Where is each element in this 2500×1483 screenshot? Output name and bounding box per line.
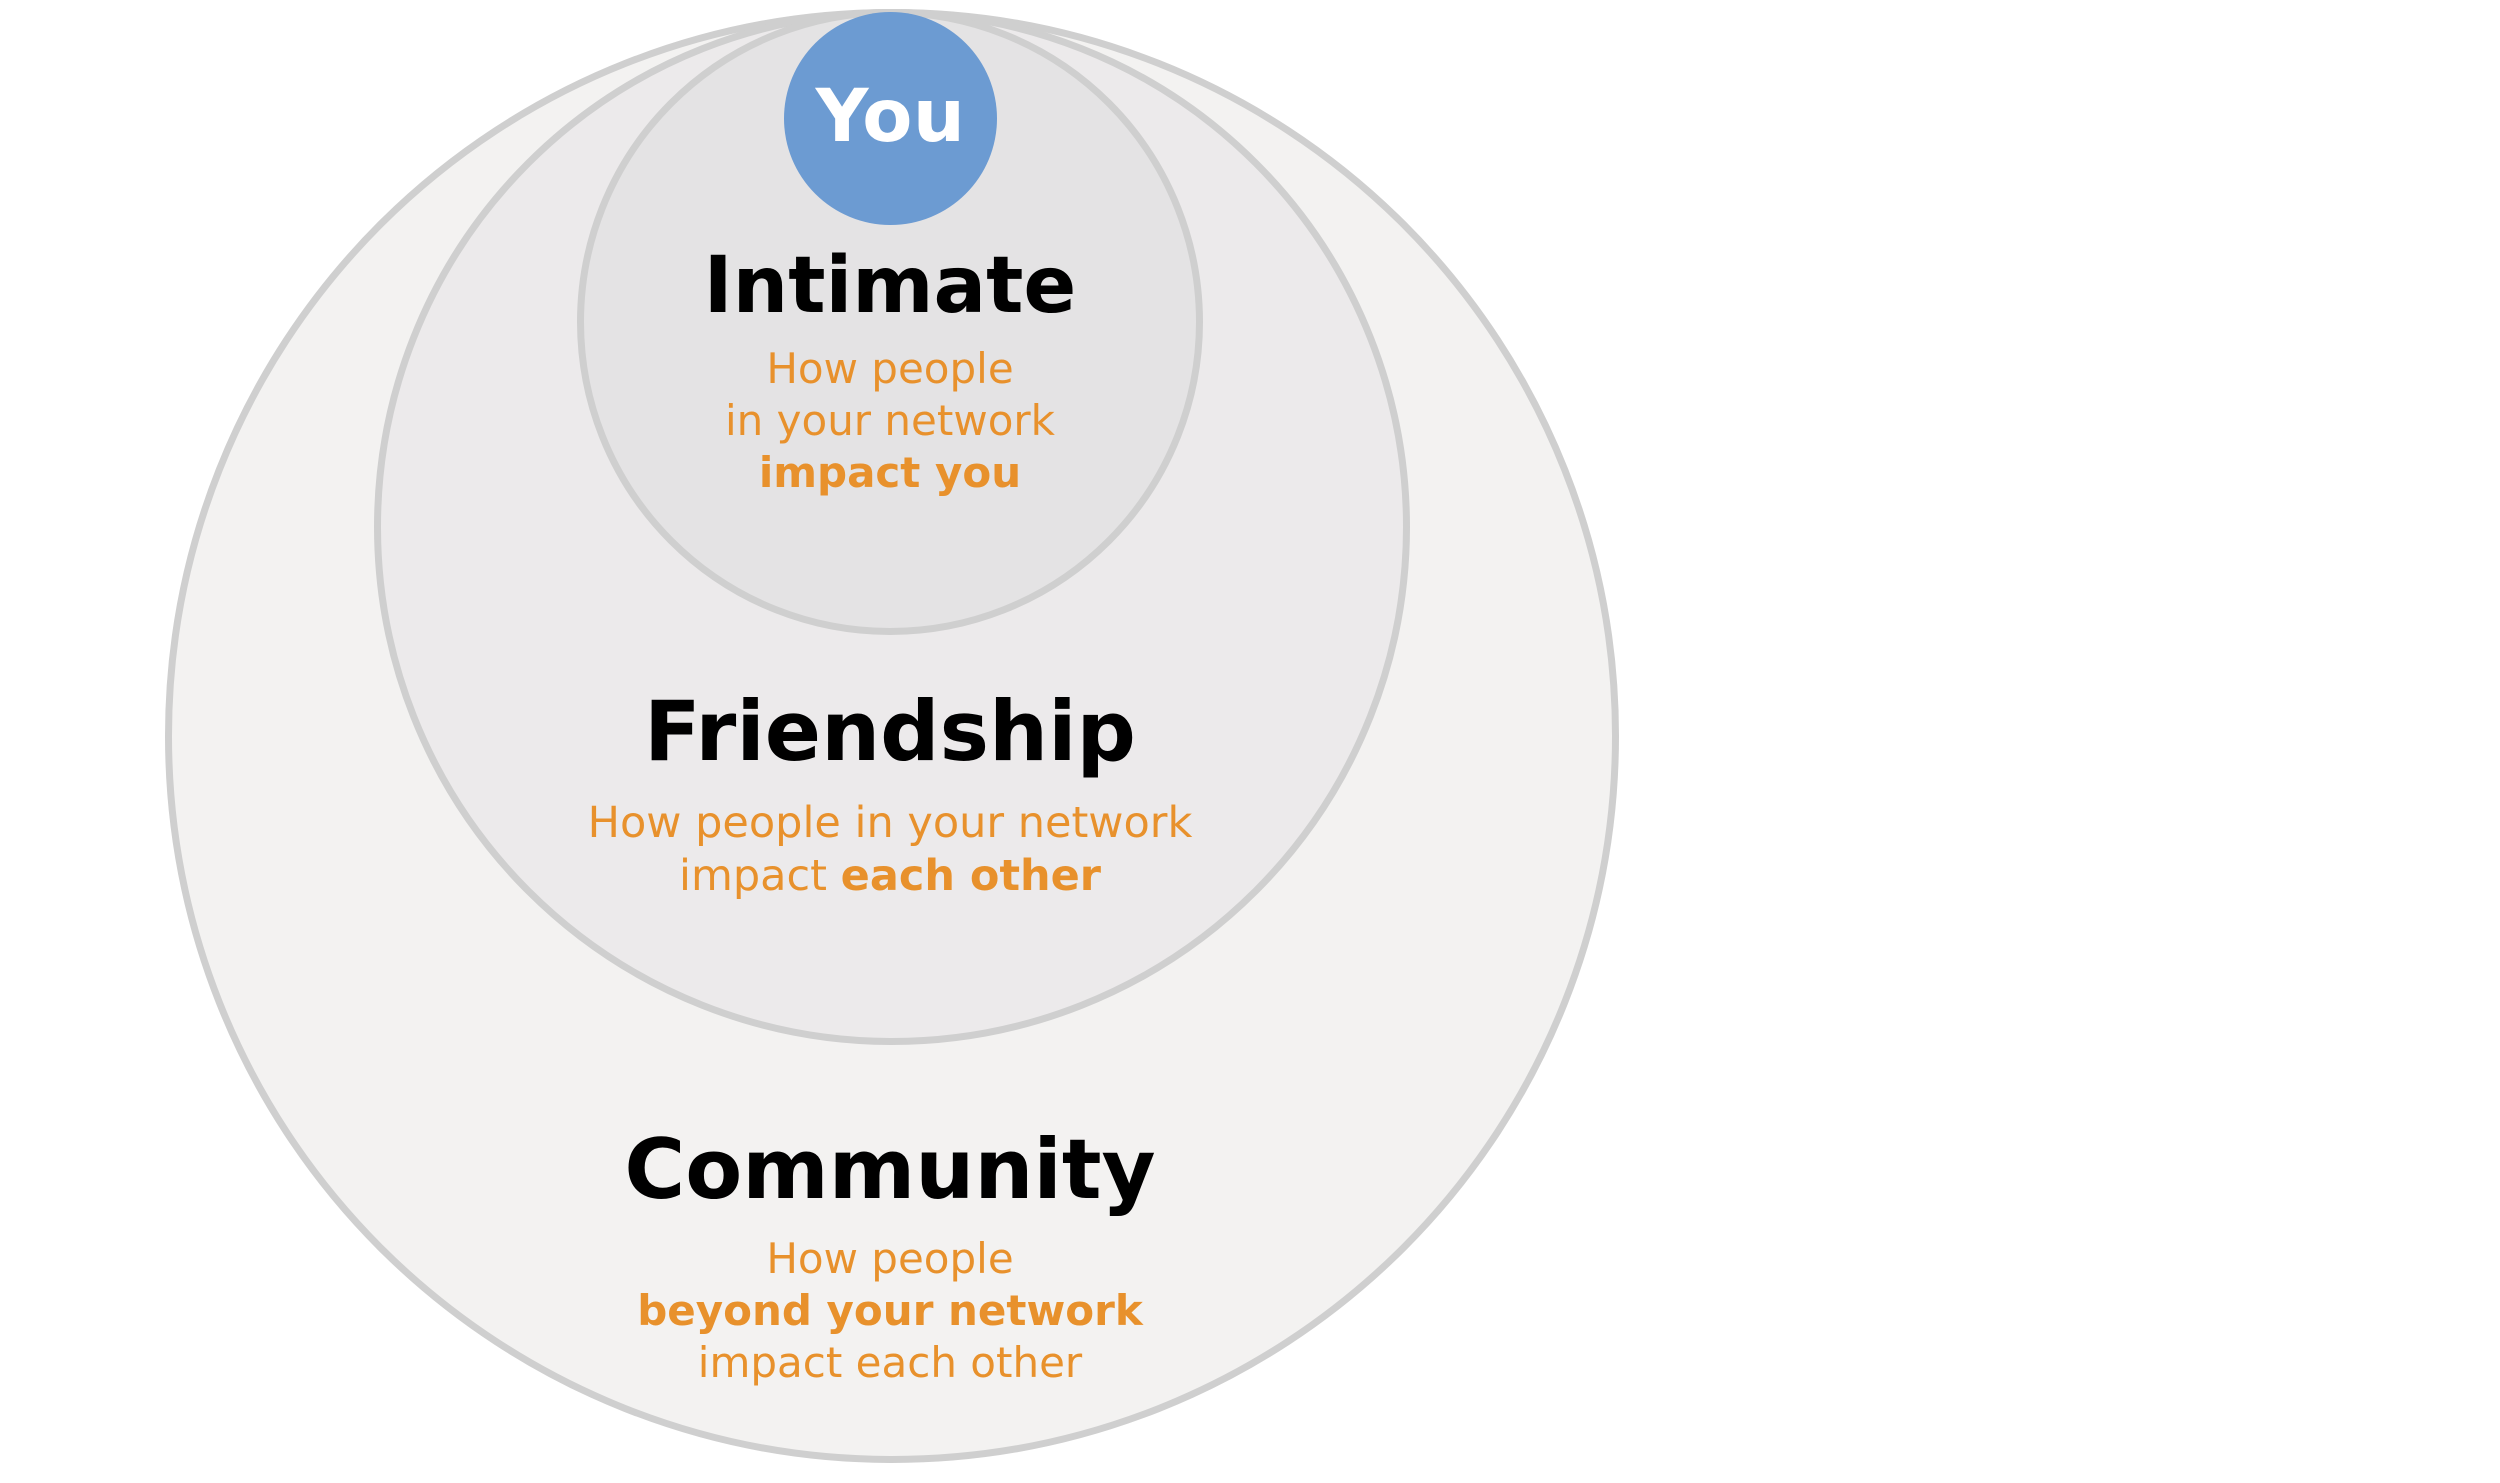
community-description-line-1: How people bbox=[766, 1233, 1014, 1283]
friendship-description-line-2-emphasis: each other bbox=[840, 850, 1101, 901]
you-label: You bbox=[815, 74, 966, 159]
community-description: How people beyond your network impact ea… bbox=[0, 1233, 2140, 1389]
intimate-description-line-2: in your network bbox=[725, 395, 1055, 445]
you-circle[interactable]: You bbox=[784, 12, 997, 225]
friendship-title: Friendship bbox=[644, 683, 1136, 780]
intimate-description-line-1: How people bbox=[766, 343, 1014, 393]
community-title: Community bbox=[624, 1121, 1156, 1218]
intimate-title: Intimate bbox=[703, 241, 1077, 331]
intimate-text-block: Intimate How people in your network impa… bbox=[0, 241, 2140, 499]
intimate-description-line-3: impact you bbox=[758, 447, 1022, 497]
community-description-line-2: beyond your network bbox=[637, 1285, 1143, 1335]
community-text-block: Community How people beyond your network… bbox=[0, 1121, 2140, 1389]
friendship-description: How people in your network impact each o… bbox=[0, 797, 2140, 904]
friendship-text-block: Friendship How people in your network im… bbox=[0, 683, 2140, 904]
community-description-line-3: impact each other bbox=[697, 1337, 1083, 1387]
friendship-description-line-1: How people in your network bbox=[587, 797, 1193, 848]
friendship-description-line-2: impact each other bbox=[0, 850, 2140, 903]
intimate-description: How people in your network impact you bbox=[0, 343, 2140, 499]
friendship-description-line-2-normal: impact bbox=[679, 850, 841, 901]
